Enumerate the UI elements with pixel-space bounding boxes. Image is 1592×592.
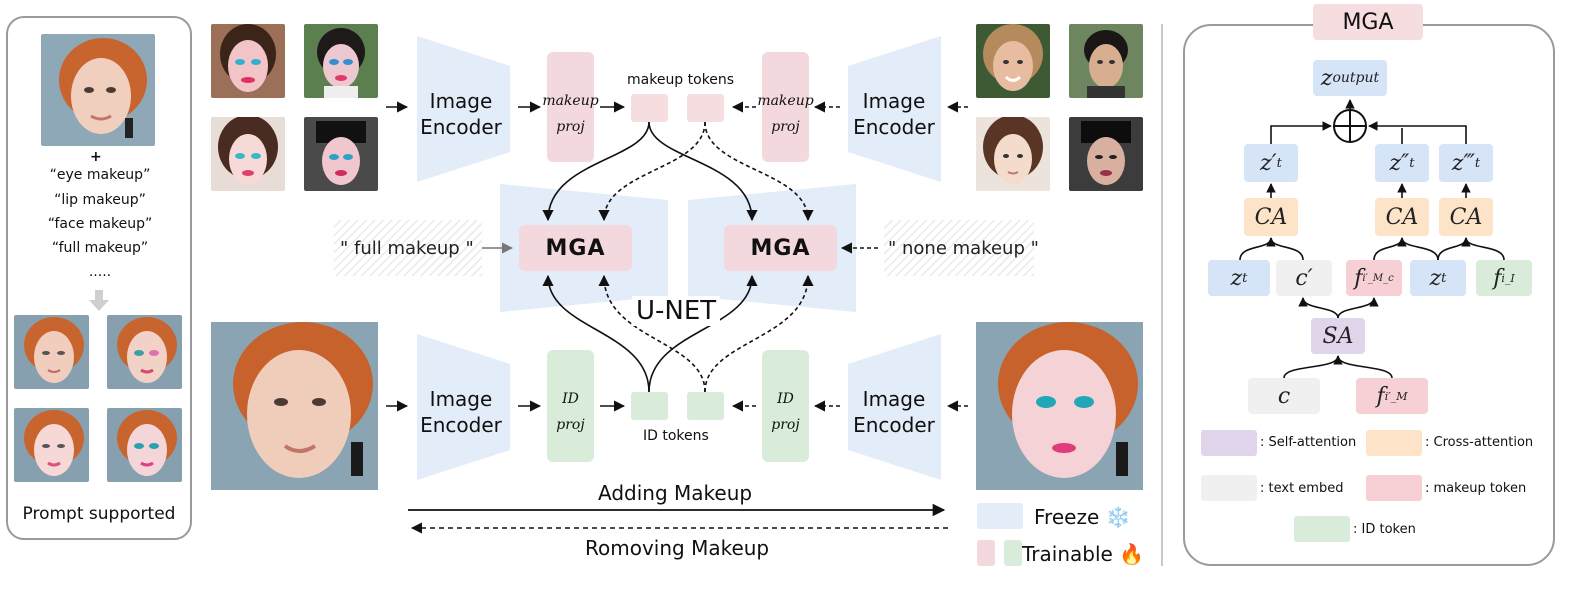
ca-node-3: CA [1439,198,1493,236]
plain-face-3 [976,117,1050,191]
legend-label-text-embed: : text embed [1260,481,1344,496]
prompt-ellipsis: ..... [88,264,112,280]
makeup-proj-right [762,52,809,162]
makeup-token-1 [631,94,668,122]
legend-label-cross-attention: : Cross-attention [1425,435,1534,450]
image-encoder-top-right [848,36,941,182]
input-face-photo [41,34,155,146]
plus-sign: + [90,149,102,165]
fire-icon: 🔥 [1119,542,1145,566]
image-encoder-bottom-left [417,334,510,480]
mga-panel-title: MGA [1313,4,1423,40]
ca-node-2: CA [1375,198,1429,236]
legend-label-id-token: : ID token [1353,522,1416,537]
image-encoder-bottom-right [848,334,941,480]
snowflake-icon: ❄️ [1105,505,1131,529]
trainable-legend-label: Trainable 🔥 [1022,542,1145,566]
id-tokens-label: ID tokens [643,428,709,444]
c-node: c [1248,378,1320,414]
result-face-photo [976,322,1143,490]
adding-makeup-label: Adding Makeup [598,481,753,505]
output-face-full [107,408,182,482]
prompt-face-makeup: “face makeup” [47,216,153,232]
makeup-ref-face-2 [304,24,378,98]
c-prime-node: c′ [1276,260,1332,296]
prompt-panel [6,16,192,540]
plain-face-1 [976,24,1050,98]
none-makeup-prompt: " none makeup " [888,238,1039,259]
id-token-1 [631,392,668,420]
output-face-lip [107,315,182,389]
ca-node-1: CA [1244,198,1298,236]
legend-label-self-attention: : Self-attention [1260,435,1357,450]
legend-swatch-makeup-token [1366,475,1422,501]
z-t-prime-node: z′t [1244,144,1298,182]
mga-block-left: MGA [519,225,632,271]
makeup-tokens-label: makeup tokens [627,72,735,88]
legend-swatch-cross-attention [1366,430,1422,456]
z-t-tprime-node: z‴t [1439,144,1493,182]
sa-node: SA [1311,318,1365,354]
legend-swatch-id-token [1294,516,1350,542]
prompt-full-makeup: “full makeup” [51,240,149,256]
prompt-lip-makeup: “lip makeup” [54,192,146,208]
makeup-proj-left [547,52,594,162]
mga-block-right: MGA [724,225,837,271]
legend-swatch-self-attention [1201,430,1257,456]
output-face-face [14,408,89,482]
full-makeup-prompt: " full makeup " [340,238,474,259]
makeup-ref-face-4 [304,117,378,191]
id-proj-right [762,350,809,462]
prompt-panel-caption: Prompt supported [22,504,176,524]
legend-swatch-text-embed [1201,475,1257,501]
makeup-ref-face-3 [211,117,285,191]
down-arrow-icon [89,290,109,311]
makeup-ref-face-1 [211,24,285,98]
plain-face-2 [1069,24,1143,98]
id-proj-left [547,350,594,462]
plain-face-4 [1069,117,1143,191]
image-encoder-top-left [417,36,510,182]
z-t-dprime-node: z″t [1375,144,1429,182]
freeze-legend-label: Freeze ❄️ [1034,505,1131,529]
removing-makeup-label: Romoving Makeup [585,536,770,560]
unet-label: U-NET [632,296,721,326]
legend-label-makeup-token: : makeup token [1425,481,1527,496]
source-face-photo [211,322,378,490]
output-face-eye [14,315,89,389]
makeup-token-2 [687,94,724,122]
id-token-2 [687,392,724,420]
prompt-eye-makeup: “eye makeup” [49,167,151,183]
